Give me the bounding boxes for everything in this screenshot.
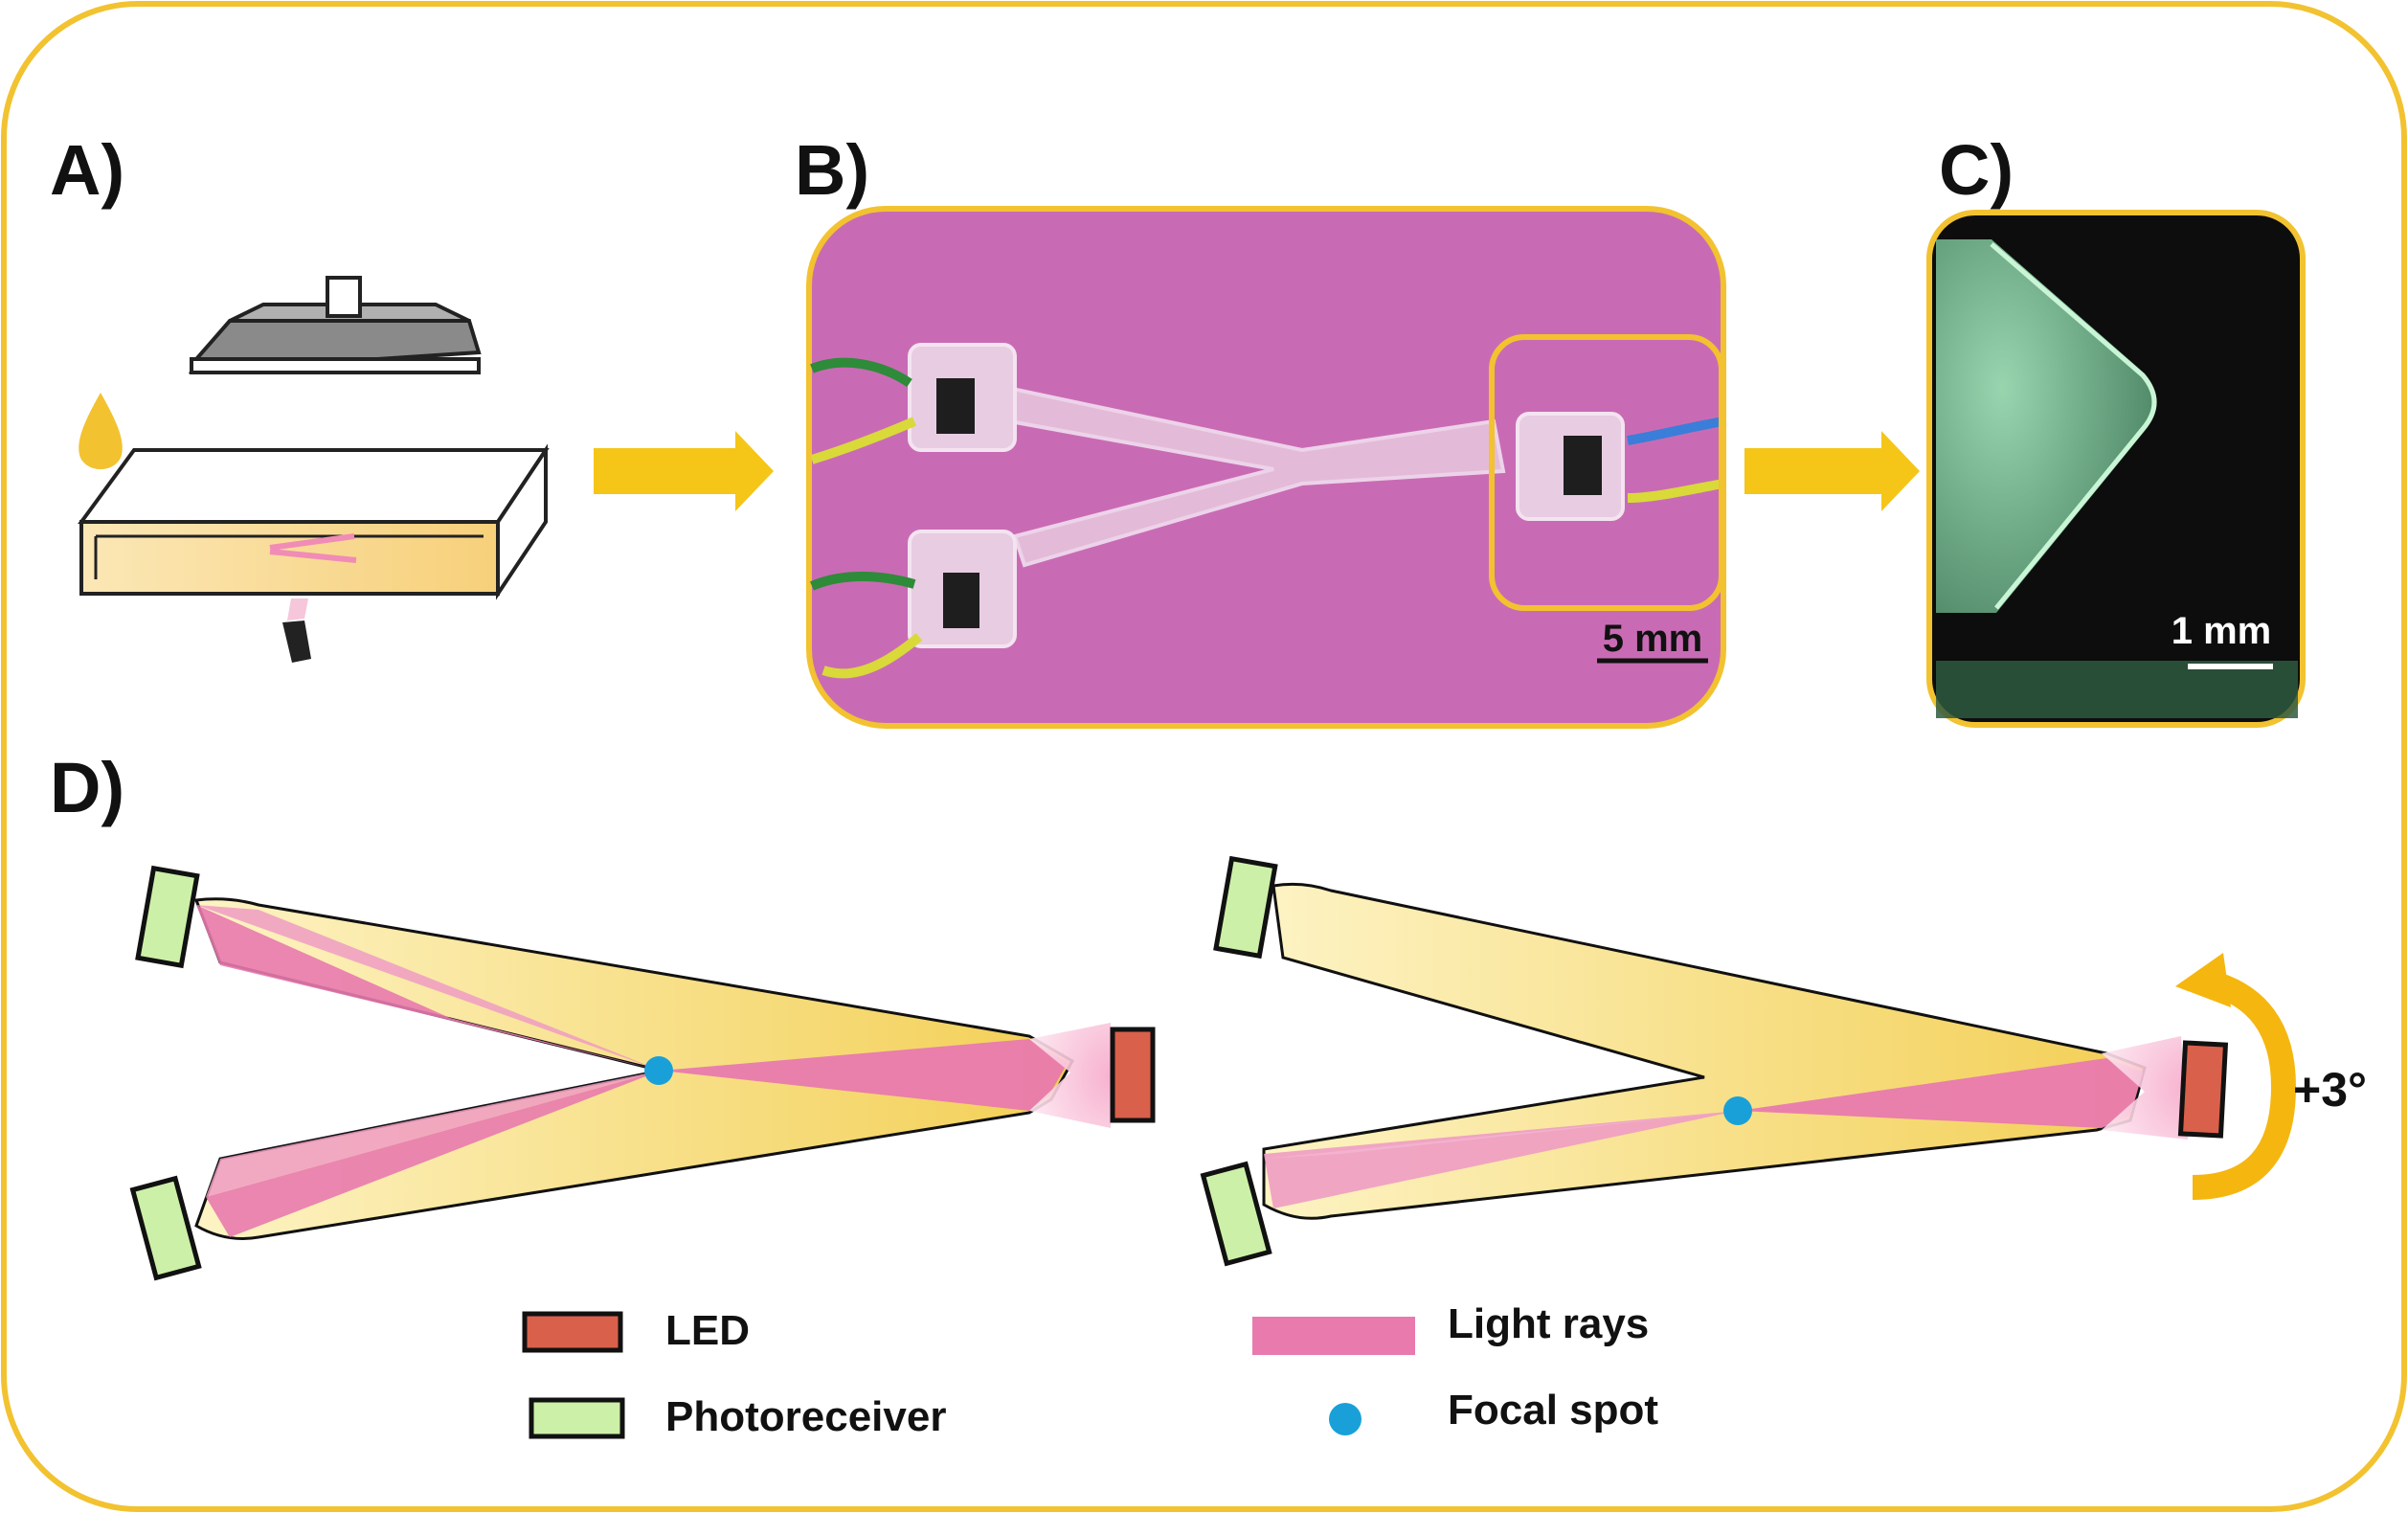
zoom-box-b xyxy=(1489,334,1724,611)
legend-photoreceiver-label: Photoreceiver xyxy=(665,1393,947,1440)
light-source-icon xyxy=(282,621,311,663)
led-chip-right xyxy=(1564,436,1602,495)
light-rays-left-bottom-2 xyxy=(206,1071,661,1197)
led-left xyxy=(1110,1027,1156,1123)
waveguide-tip-edge xyxy=(1990,242,2157,610)
mold-lid-rim xyxy=(190,357,481,374)
legend-led-label: LED xyxy=(665,1307,750,1354)
sensor-chip-bottom-left xyxy=(943,573,979,628)
light-rays-right-main xyxy=(1738,1058,2143,1128)
wire-blue-right xyxy=(1627,417,1724,445)
arrow-a-to-b xyxy=(594,431,774,511)
panel-a-illustration xyxy=(78,276,550,663)
waveguide-tip-photo xyxy=(1936,239,2157,613)
arrow-b-to-c xyxy=(1744,431,1920,511)
waveguide-y-photo xyxy=(955,375,1506,568)
led-right xyxy=(2177,1040,2229,1139)
light-rays-left-bottom xyxy=(206,1071,661,1237)
light-rays-left-top-2 xyxy=(196,905,661,1071)
panel-label-a: A) xyxy=(50,130,125,210)
led-glow-left xyxy=(1029,1023,1111,1128)
panel-label-c: C) xyxy=(1939,130,2014,210)
legend-light-rays-label: Light rays xyxy=(1448,1300,1650,1347)
rotation-arrow-icon xyxy=(2192,969,2297,1200)
wire-yellow-top xyxy=(810,417,916,464)
scale-label-c: 1 mm xyxy=(2172,610,2272,652)
wire-yellow-right xyxy=(1627,479,1724,503)
pink-y-structure xyxy=(269,533,357,563)
wire-green-top xyxy=(810,357,912,388)
scale-label-b: 5 mm xyxy=(1603,618,1703,660)
resin-drop-icon xyxy=(79,393,123,469)
legend-light-rays-swatch xyxy=(1252,1317,1415,1355)
legend-photoreceiver-swatch xyxy=(529,1397,625,1439)
light-beam xyxy=(287,598,308,621)
wire-green-bottom xyxy=(809,572,916,591)
panel-b-photo xyxy=(806,206,1726,729)
led-glow-right xyxy=(2102,1036,2188,1140)
panel-label-d: D) xyxy=(50,748,125,827)
panel-d-right-diagram xyxy=(1200,855,2297,1267)
tray-back xyxy=(78,448,550,524)
light-rays-right-bottom-2 xyxy=(1264,1111,1738,1159)
focal-spot-right xyxy=(1723,1096,1752,1125)
panel-c-photo xyxy=(1926,210,2306,728)
mold-lid-peg xyxy=(326,276,362,318)
legend-focal-spot-swatch xyxy=(1329,1403,1362,1435)
focal-spot-left xyxy=(644,1056,673,1085)
light-rays-right-bottom xyxy=(1264,1111,1738,1208)
wire-yellow-bottom xyxy=(821,633,923,679)
rotation-label: +3° xyxy=(2293,1063,2367,1117)
photoreceiver-left-top xyxy=(135,865,200,969)
sensor-chip-top-left xyxy=(936,378,975,434)
legend-led-swatch xyxy=(522,1311,623,1353)
photoreceiver-left-bottom xyxy=(129,1175,202,1281)
photoreceiver-right-top xyxy=(1213,855,1278,960)
tray-front xyxy=(79,520,500,596)
photo-c-bottom-band xyxy=(1936,661,2298,718)
photoreceiver-right-bottom xyxy=(1200,1161,1272,1267)
legend-focal-spot-label: Focal spot xyxy=(1448,1387,1659,1434)
panel-d-left-diagram xyxy=(129,865,1156,1281)
light-rays-left-main xyxy=(661,1039,1068,1111)
tray-side xyxy=(496,443,548,600)
panel-label-b: B) xyxy=(795,130,870,210)
rotation-arrowhead-icon xyxy=(2175,953,2231,1007)
